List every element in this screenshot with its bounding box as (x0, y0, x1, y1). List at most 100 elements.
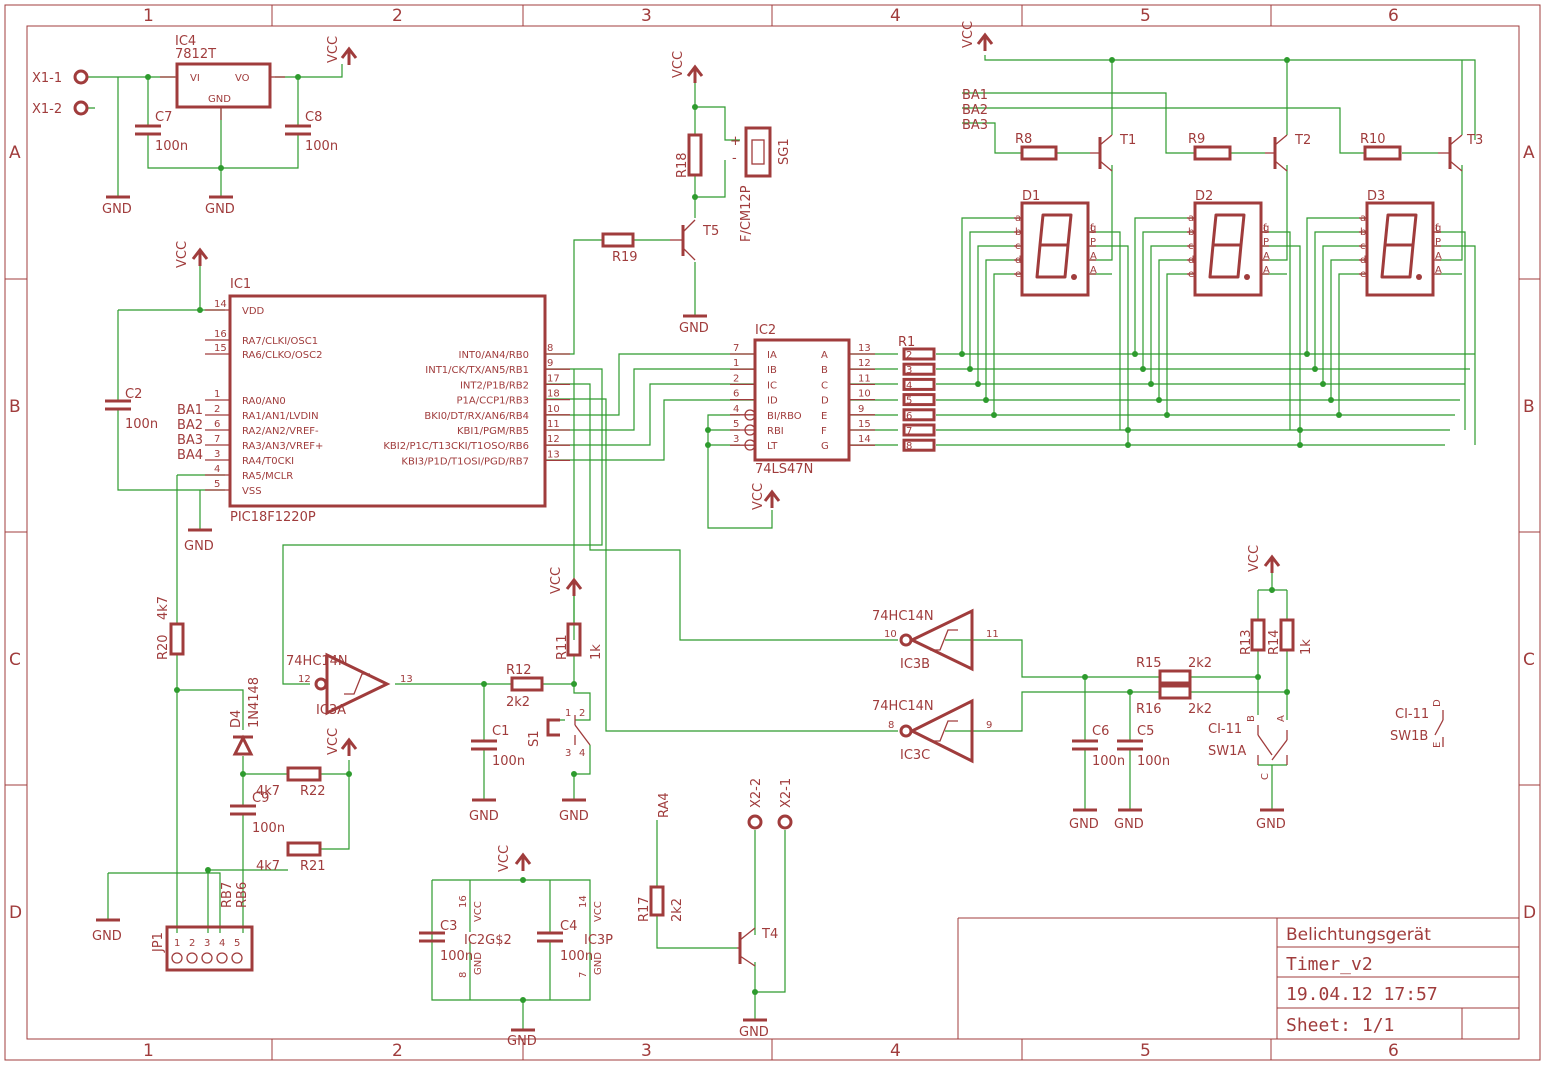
vcc-label: VCC (751, 483, 766, 510)
seven-segment-glyph (1380, 213, 1418, 279)
power-decoupling: IC2G$2 IC3P 16 VCC 8 GND 14 VCC 7 GND (458, 895, 613, 978)
gnd-label: GND (1114, 817, 1144, 832)
ic1-pin-number: 12 (547, 434, 560, 445)
c9-value: 100n (252, 821, 285, 836)
r1-pin-number: 4 (906, 380, 912, 391)
vcc-label: VCC (961, 21, 976, 48)
vcc-symbol: VCC (326, 728, 358, 756)
jp1-pin (186, 952, 198, 964)
gnd-symbol: GND (679, 314, 709, 336)
jp1-pin (171, 952, 183, 964)
sw1b-pin-d: D (1432, 699, 1443, 707)
segment-pin-label: A (1435, 251, 1442, 262)
segment-pin-label: c (1360, 241, 1366, 252)
ic1-pin-name: RA7/CLKI/OSC1 (242, 336, 318, 347)
s1-pin-1: 1 (565, 708, 571, 719)
decimal-point (1416, 274, 1422, 280)
x1-2-label: X1-2 (32, 102, 62, 117)
net-label-ba1: BA1 (177, 403, 203, 418)
ic2-pin-number: 7 (733, 343, 739, 354)
t2-transistor: T2 (1265, 133, 1311, 172)
seven-segment-glyph (1035, 213, 1073, 279)
sg1-plus: + (730, 134, 741, 149)
net-label-ba3: BA3 (177, 433, 203, 448)
gnd-symbol: GND (739, 1018, 769, 1040)
jp1-pin-number: 4 (219, 938, 225, 949)
capacitor-group: C7100nC8100nC2100nC1100nC9100nC6100nC510… (105, 110, 1170, 964)
c5-ref: C5 (1137, 724, 1154, 739)
title-date: 19.04.12 17:57 (1286, 984, 1438, 1005)
ic1-pin-name: P1A/CCP1/RB3 (457, 396, 530, 407)
c4-value: 100n (560, 949, 593, 964)
r18-ref: R18 (675, 152, 690, 178)
col-label: 3 (641, 6, 652, 26)
ic2-pin-name: G (821, 441, 829, 452)
gnd-label: GND (1069, 817, 1099, 832)
ic4-pin-gnd: GND (208, 94, 231, 105)
ic2-pin-name: C (821, 380, 828, 391)
ic1-pin-name: RA6/CLKO/OSC2 (242, 350, 322, 361)
c6-ref: C6 (1092, 724, 1109, 739)
t5-ref: T5 (702, 224, 719, 239)
gnd-symbol: GND (102, 195, 132, 217)
ic1-pin-number: 13 (547, 449, 560, 460)
ic1-pin-name: KBI3/P1D/T1OSI/PGD/RB7 (401, 456, 529, 467)
net-label-ra4: RA4 (657, 792, 672, 818)
r17-value: 2k2 (670, 898, 685, 922)
sg1-buzzer: + - SG1 F/CM12P (730, 126, 792, 242)
s1-pin-3: 3 (565, 748, 571, 759)
title-name: Timer_v2 (1286, 954, 1373, 975)
r16-ref: R16 (1136, 702, 1162, 717)
c7-ref: C7 (155, 110, 172, 125)
title-sheet: Sheet: 1/1 (1286, 1015, 1394, 1036)
ic1-pin-number: 2 (214, 404, 220, 415)
gnd-label: GND (102, 202, 132, 217)
ic1-pin-number: 10 (547, 404, 560, 415)
segment-pin-label: A (1263, 251, 1270, 262)
c8-ref: C8 (305, 110, 322, 125)
row-label: D (9, 903, 22, 923)
ic1-pin-name: RA3/AN3/VREF+ (242, 441, 323, 452)
r1-element (902, 362, 936, 376)
gnd-symbol: GND (184, 528, 214, 554)
segment-pin-label: d (1360, 255, 1366, 266)
jp1-ref: JP1 (151, 932, 166, 953)
col-label: 3 (641, 1041, 652, 1061)
c2-ref: C2 (125, 387, 142, 402)
r10-ref: R10 (1360, 132, 1386, 147)
r19-ref: R19 (612, 250, 638, 265)
segment-pin-label: A (1090, 265, 1097, 276)
d4-value: 1N4148 (247, 677, 262, 728)
segment-pin-label: b (1188, 227, 1194, 238)
r1-pin-number: 3 (906, 365, 912, 376)
ic2-pin-number: 2 (733, 373, 739, 384)
r8-ref: R8 (1015, 132, 1032, 147)
gnd-symbol: GND (507, 1028, 537, 1049)
ic2-pin-number: 1 (733, 358, 739, 369)
gnd-label: GND (205, 202, 235, 217)
ic1-pin-name: VDD (242, 306, 265, 317)
r1-element (902, 347, 936, 361)
ic1-pin-number: 8 (547, 343, 553, 354)
vcc-symbol: VCC (497, 845, 532, 872)
vcc-symbol: VCC (549, 567, 583, 596)
ic2-pin-number: 11 (858, 373, 871, 384)
ic1-pin-number: 1 (214, 389, 220, 400)
ic2-pin-number: 5 (733, 419, 739, 430)
row-label: D (1523, 903, 1536, 923)
gnd-label: GND (739, 1025, 769, 1040)
segment-pin-label: a (1188, 213, 1194, 224)
r15-value: 2k2 (1188, 656, 1212, 671)
segment-pin-label: f (1090, 223, 1094, 234)
net-label-ba3: BA3 (962, 118, 988, 133)
ic1-pin-name: RA5/MCLR (242, 471, 293, 482)
ic1-pin-name: INT0/AN4/RB0 (459, 350, 530, 361)
net-label-ba1: BA1 (962, 88, 988, 103)
